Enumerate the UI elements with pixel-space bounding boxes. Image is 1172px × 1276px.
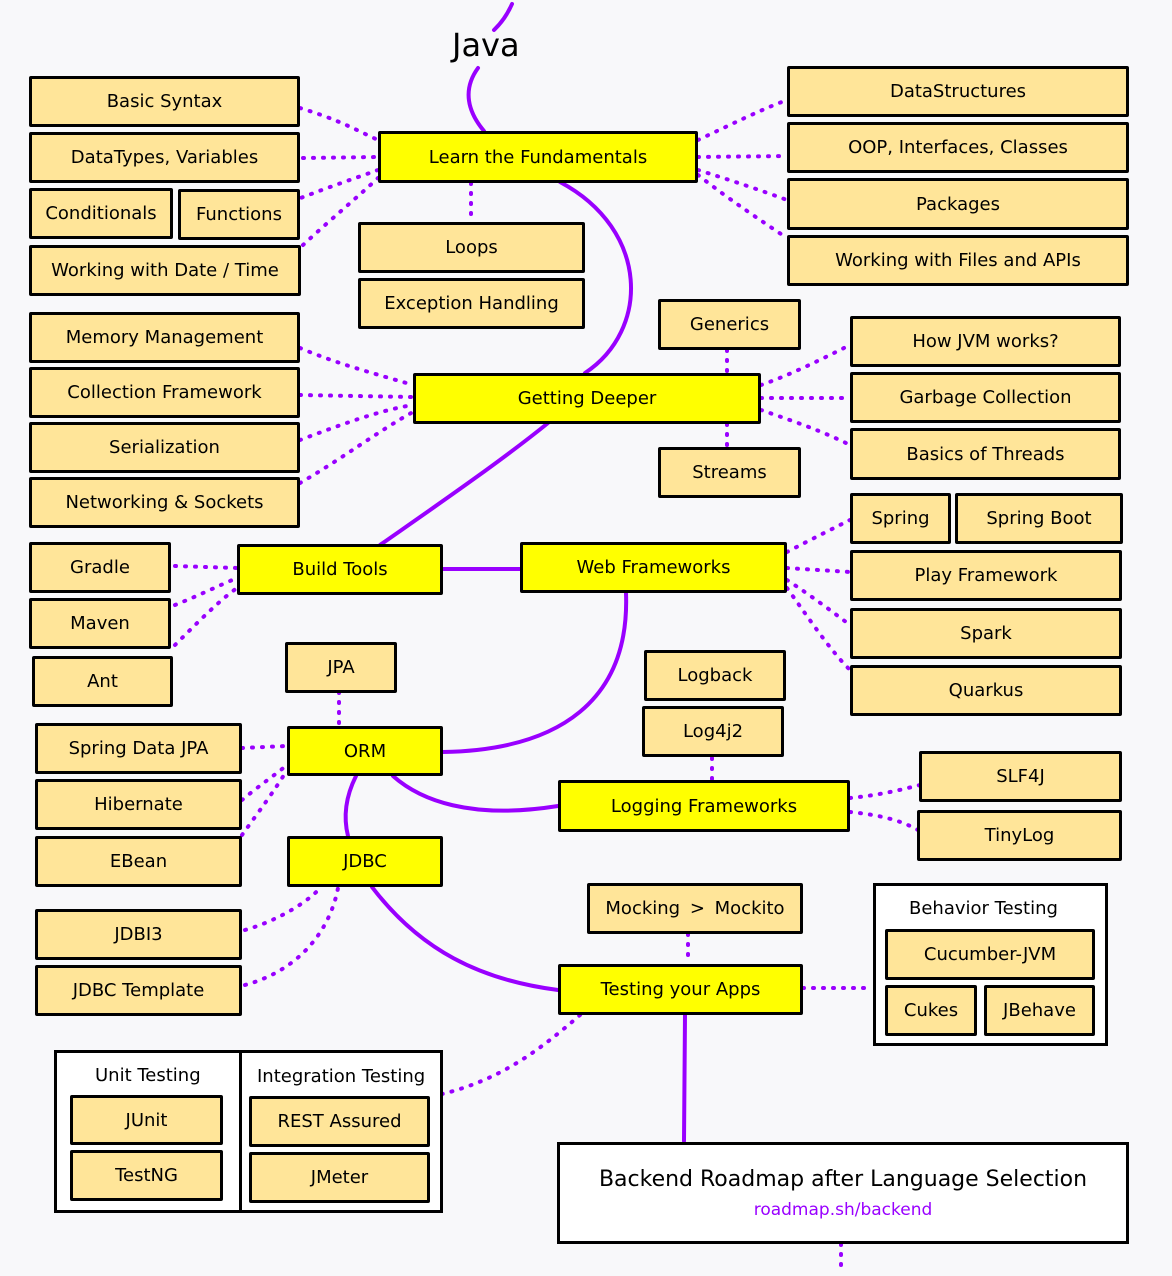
behavior-testing-label: Behavior Testing: [909, 898, 1058, 919]
garbage-collection-node[interactable]: Garbage Collection: [850, 372, 1121, 423]
oop-node[interactable]: OOP, Interfaces, Classes: [787, 122, 1129, 173]
build-tools-node[interactable]: Build Tools: [237, 544, 443, 595]
date-time-node[interactable]: Working with Date / Time: [29, 245, 301, 296]
streams-node[interactable]: Streams: [658, 447, 801, 498]
networking-sockets-node[interactable]: Networking & Sockets: [29, 477, 300, 528]
memory-management-node[interactable]: Memory Management: [29, 312, 300, 363]
log4j2-node[interactable]: Log4j2: [642, 706, 784, 757]
serialization-node[interactable]: Serialization: [29, 422, 300, 473]
tinylog-node[interactable]: TinyLog: [917, 810, 1122, 861]
packages-node[interactable]: Packages: [787, 178, 1129, 230]
backend-roadmap-box[interactable]: Backend Roadmap after Language Selection…: [557, 1142, 1129, 1244]
generics-node[interactable]: Generics: [658, 299, 801, 350]
cukes-node[interactable]: Cukes: [885, 985, 977, 1036]
topic-links: [173, 98, 922, 1276]
gradle-node[interactable]: Gradle: [29, 542, 171, 593]
basic-syntax-node[interactable]: Basic Syntax: [29, 76, 300, 127]
junit-node[interactable]: JUnit: [70, 1095, 223, 1145]
jbehave-node[interactable]: JBehave: [984, 985, 1095, 1036]
data-structures-node[interactable]: DataStructures: [787, 66, 1129, 117]
datatypes-variables-node[interactable]: DataTypes, Variables: [29, 132, 300, 183]
spring-node[interactable]: Spring: [850, 493, 951, 544]
jdbc-template-node[interactable]: JDBC Template: [35, 965, 242, 1016]
ant-node[interactable]: Ant: [32, 656, 173, 707]
collection-framework-node[interactable]: Collection Framework: [29, 367, 300, 418]
spark-node[interactable]: Spark: [850, 608, 1122, 659]
group-divider: [239, 1050, 242, 1213]
backend-roadmap-link[interactable]: roadmap.sh/backend: [753, 1199, 933, 1220]
hibernate-node[interactable]: Hibernate: [35, 779, 242, 830]
conditionals-node[interactable]: Conditionals: [29, 188, 173, 239]
logging-frameworks-node[interactable]: Logging Frameworks: [558, 780, 850, 832]
functions-node[interactable]: Functions: [178, 189, 300, 240]
jdbc-node[interactable]: JDBC: [287, 836, 443, 887]
jdbi3-node[interactable]: JDBI3: [35, 909, 242, 960]
jpa-node[interactable]: JPA: [285, 642, 397, 693]
getting-deeper-node[interactable]: Getting Deeper: [413, 373, 761, 424]
integration-testing-label: Integration Testing: [257, 1066, 426, 1087]
cucumber-jvm-node[interactable]: Cucumber-JVM: [885, 929, 1095, 980]
rest-assured-node[interactable]: REST Assured: [249, 1096, 430, 1147]
loops-node[interactable]: Loops: [358, 222, 585, 273]
spring-data-jpa-node[interactable]: Spring Data JPA: [35, 723, 242, 774]
page-title: Java: [452, 26, 520, 64]
how-jvm-works-node[interactable]: How JVM works?: [850, 316, 1121, 367]
main-path: [343, 2, 687, 1143]
exception-handling-node[interactable]: Exception Handling: [358, 278, 585, 329]
orm-node[interactable]: ORM: [287, 726, 443, 776]
testing-apps-node[interactable]: Testing your Apps: [558, 964, 803, 1015]
spring-boot-node[interactable]: Spring Boot: [955, 493, 1123, 544]
learn-fundamentals-node[interactable]: Learn the Fundamentals: [378, 131, 698, 183]
slf4j-node[interactable]: SLF4J: [919, 751, 1122, 802]
mocking-mockito-node[interactable]: Mocking > Mockito: [587, 883, 803, 934]
ebean-node[interactable]: EBean: [35, 836, 242, 887]
testng-node[interactable]: TestNG: [70, 1150, 223, 1201]
basics-threads-node[interactable]: Basics of Threads: [850, 428, 1121, 480]
logback-node[interactable]: Logback: [644, 650, 786, 701]
files-apis-node[interactable]: Working with Files and APIs: [787, 235, 1129, 286]
mocking-mockito-label: Mocking > Mockito: [605, 898, 785, 919]
unit-testing-label: Unit Testing: [95, 1065, 201, 1086]
maven-node[interactable]: Maven: [29, 598, 171, 649]
jmeter-node[interactable]: JMeter: [249, 1152, 430, 1203]
web-frameworks-node[interactable]: Web Frameworks: [520, 542, 787, 593]
play-framework-node[interactable]: Play Framework: [850, 550, 1122, 601]
quarkus-node[interactable]: Quarkus: [850, 665, 1122, 716]
backend-roadmap-title: Backend Roadmap after Language Selection: [598, 1166, 1088, 1192]
